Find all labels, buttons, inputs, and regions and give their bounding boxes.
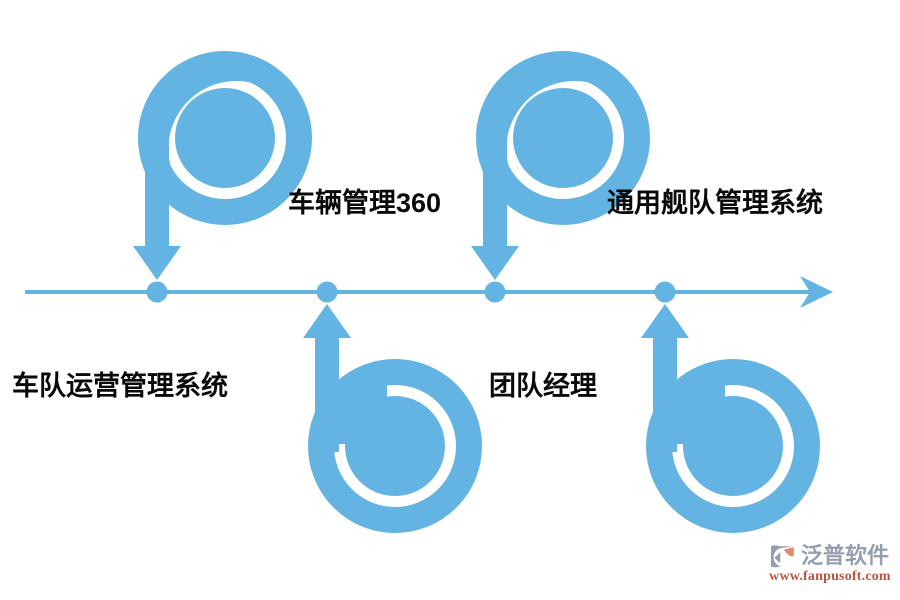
watermark: 泛普软件 www.fanpusoft.com (766, 534, 894, 592)
milestone-marker-4[interactable] (641, 304, 807, 520)
timeline-dot-2[interactable] (316, 281, 338, 303)
timeline-dot-1[interactable] (146, 281, 168, 303)
milestone-label-top-left: 车辆管理360 (288, 188, 442, 218)
milestone-label-bottom-left: 车队运营管理系统 (12, 371, 228, 401)
timeline-arrowhead-icon (800, 276, 833, 308)
timeline-dot-3[interactable] (484, 281, 506, 303)
watermark-brand-row: 泛普软件 (770, 542, 889, 569)
watermark-url: www.fanpusoft.com (769, 569, 891, 584)
fanpusoft-logo-icon (770, 545, 794, 568)
milestone-marker-1[interactable] (133, 59, 305, 280)
milestone-label-top-right: 通用舰队管理系统 (607, 188, 823, 218)
timeline-dot-4[interactable] (654, 281, 676, 303)
milestone-marker-2[interactable] (303, 304, 469, 520)
watermark-brand-name: 泛普软件 (800, 542, 889, 568)
milestone-label-bottom-right: 团队经理 (489, 371, 597, 401)
milestone-marker-3[interactable] (471, 59, 643, 280)
